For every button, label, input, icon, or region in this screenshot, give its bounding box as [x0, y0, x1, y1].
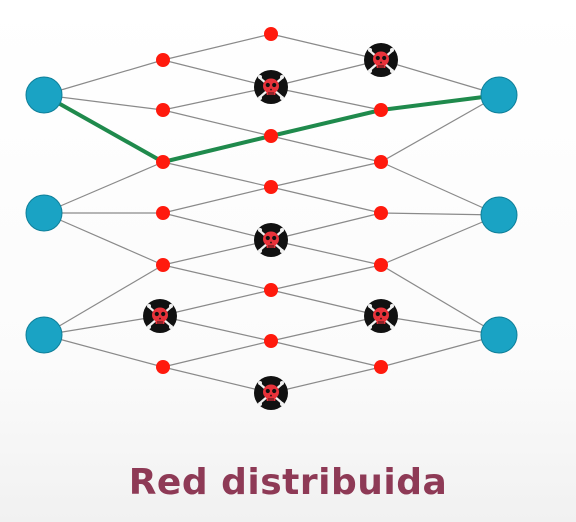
edge-L1-A1: [43, 59, 164, 96]
edge-C5-R2: [380, 214, 500, 266]
skull-icon: [252, 68, 290, 106]
relay-node-C4: [374, 206, 388, 220]
edge-A6-B5: [159, 289, 272, 317]
relay-node-C5: [374, 258, 388, 272]
relay-node-B5: [264, 283, 278, 297]
edge-C7-R3: [380, 334, 500, 368]
route-line: [43, 93, 500, 164]
edge-L3-A7: [43, 334, 164, 368]
edge-B2-C3: [270, 135, 382, 163]
endpoint-node-L1: [25, 76, 63, 114]
edge-A1-B1: [162, 59, 272, 88]
relay-node-B2: [264, 129, 278, 143]
relay-node-A2: [156, 103, 170, 117]
edge-A4-B4: [162, 212, 272, 241]
edge-C3-R1: [380, 94, 500, 163]
edge-A3-B3: [162, 161, 272, 188]
endpoint-node-L2: [25, 194, 63, 232]
edge-C5-R3: [380, 264, 500, 336]
endpoint-node-R1: [480, 76, 518, 114]
endpoint-node-R2: [480, 196, 518, 234]
diagram-caption: Red distribuida: [128, 462, 448, 503]
edge-C3-R2: [380, 161, 500, 216]
edge-A6-B6: [159, 315, 272, 342]
highlighted-route: [43, 93, 500, 164]
edge-B1-C1: [270, 59, 382, 88]
relay-node-B0: [264, 27, 278, 41]
edge-B3-C3: [270, 161, 382, 188]
relay-node-C3: [374, 155, 388, 169]
relay-node-C7: [374, 360, 388, 374]
edge-L3-A6: [43, 315, 161, 336]
skull-icon: [252, 221, 290, 259]
edge-A4-B3: [162, 186, 272, 214]
edge-B5-C5: [270, 264, 382, 291]
relay-node-B6: [264, 334, 278, 348]
edge-B3-C4: [270, 186, 382, 214]
edge-L3-A5: [43, 264, 164, 336]
relay-node-A3: [156, 155, 170, 169]
edge-A7-B6: [162, 340, 272, 368]
edge-A2-B2: [162, 109, 272, 137]
edge-C4-R2: [380, 212, 500, 216]
network-nodes: [25, 27, 518, 412]
edge-B4-C4: [270, 212, 382, 241]
relay-node-A5: [156, 258, 170, 272]
edge-B4-C5: [270, 239, 382, 266]
edge-L2-A3: [43, 161, 164, 214]
relay-node-C2: [374, 103, 388, 117]
edge-L2-A5: [43, 212, 164, 266]
edge-B6-C6: [270, 315, 382, 342]
relay-node-A1: [156, 53, 170, 67]
skull-icon: [362, 41, 400, 79]
relay-node-B3: [264, 180, 278, 194]
relay-node-A7: [156, 360, 170, 374]
edge-L1-A2: [43, 94, 164, 111]
relay-node-A4: [156, 206, 170, 220]
edge-B5-C6: [270, 289, 382, 317]
edge-C1-R1: [380, 59, 500, 96]
skull-icon: [141, 297, 179, 335]
edge-C6-R3: [380, 315, 500, 336]
distributed-network-diagram: [25, 27, 518, 412]
edge-A2-B1: [162, 86, 272, 111]
endpoint-node-L3: [25, 316, 63, 354]
edge-B7-C7: [270, 366, 382, 394]
skull-icon: [362, 297, 400, 335]
endpoint-node-R3: [480, 316, 518, 354]
edge-B1-C2: [270, 86, 382, 111]
skull-icon: [252, 374, 290, 412]
edge-A7-B7: [162, 366, 272, 394]
edge-A1-B0: [162, 33, 272, 61]
edge-A5-B4: [162, 239, 272, 266]
edge-B0-C1: [270, 33, 382, 61]
edge-B6-C7: [270, 340, 382, 368]
edge-A5-B5: [162, 264, 272, 291]
